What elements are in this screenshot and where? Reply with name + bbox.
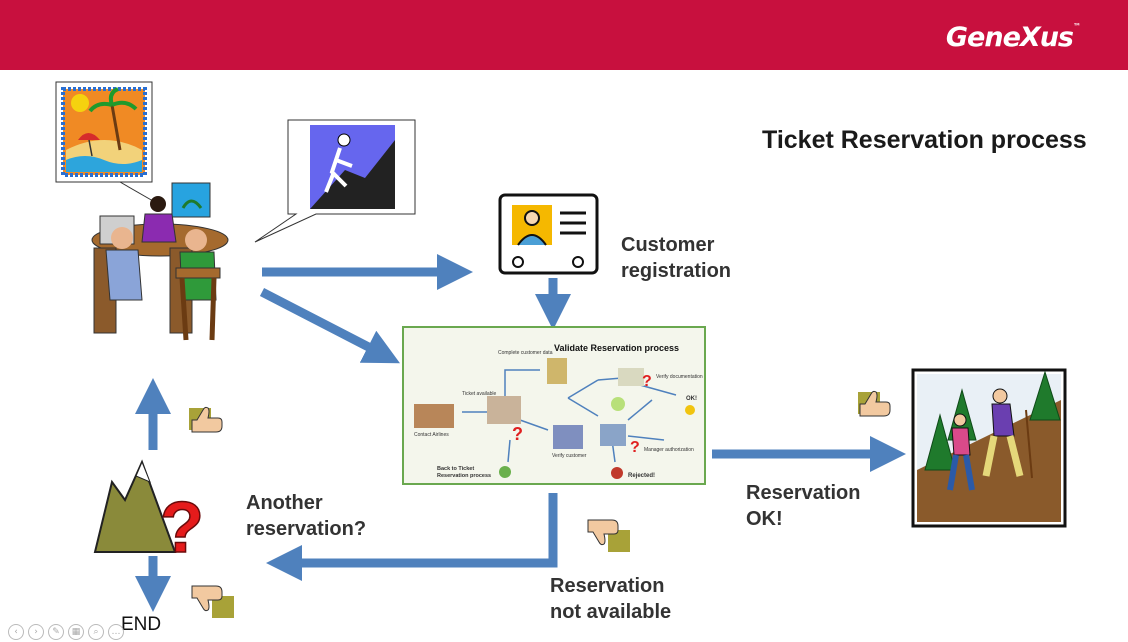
slide-nav-controls[interactable]: ‹ › ✎ ▦ ⌕ … [8,624,124,640]
label-line: OK! [746,508,783,530]
thumbs-up-icon [189,406,223,433]
brand-text: GeneXus [945,22,1074,53]
zoom-icon[interactable]: ⌕ [88,624,104,640]
travel-agency-illustration [91,182,229,341]
svg-text:?: ? [642,373,652,390]
another-reservation-label: Another reservation? [246,490,366,542]
label-line: Reservation [550,575,665,597]
customer-card-icon [498,193,599,275]
subprocess-verify-customer: Verify customer [552,453,587,459]
genexus-logo: GeneXus™ [945,22,1081,53]
reservation-ok-label: Reservation OK! [746,480,861,532]
label-line: Customer [621,234,715,256]
label-line: Reservation [746,482,861,504]
arrow-to-validate [259,288,400,364]
label-line: reservation? [246,518,367,540]
svg-text:?: ? [160,488,204,568]
hiker-speech-bubble [254,119,416,243]
hikers-picture [911,368,1067,528]
end-label: END [121,614,162,635]
pen-icon[interactable]: ✎ [48,624,64,640]
thumbs-up-icon [858,390,891,417]
slides-grid-icon[interactable]: ▦ [68,624,84,640]
beach-picture [55,81,153,183]
svg-text:?: ? [630,439,640,456]
svg-text:?: ? [512,424,523,444]
subprocess-contact-airlines: Contact Airlines [414,432,449,438]
label-line: registration [621,260,732,282]
subprocess-verify-doc: Verify documentation [656,374,703,380]
subprocess-title: Validate Reservation process [554,343,679,353]
subprocess-ok: OK! [686,396,697,402]
subprocess-complete-data: Complete customer data [498,350,553,356]
customer-registration-label: Customer registration [621,232,731,284]
more-options-icon[interactable]: … [108,624,124,640]
label-line: Another [246,492,323,514]
flow-arrows [135,254,906,612]
prev-slide-icon[interactable]: ‹ [8,624,24,640]
mountain-question-icon: ? [93,459,205,569]
subprocess-back-2: Reservation process [437,473,491,479]
arrow-not-available [266,493,558,581]
page-title: Ticket Reservation process [762,126,1087,154]
reservation-not-available-label: Reservation not available [550,573,671,625]
subprocess-manager-auth: Manager authorization [644,447,694,453]
thumbs-down-icon [587,519,630,552]
validate-reservation-subprocess: Validate Reservation process Complete cu… [402,326,706,485]
header-bar: GeneXus™ [0,0,1128,70]
label-line: not available [550,601,672,623]
subprocess-ticket-available: Ticket available [462,391,496,397]
next-slide-icon[interactable]: › [28,624,44,640]
thumbs-down-icon [191,585,234,618]
subprocess-back-1: Back to Ticket [437,466,474,472]
subprocess-rejected: Rejected! [628,473,655,479]
